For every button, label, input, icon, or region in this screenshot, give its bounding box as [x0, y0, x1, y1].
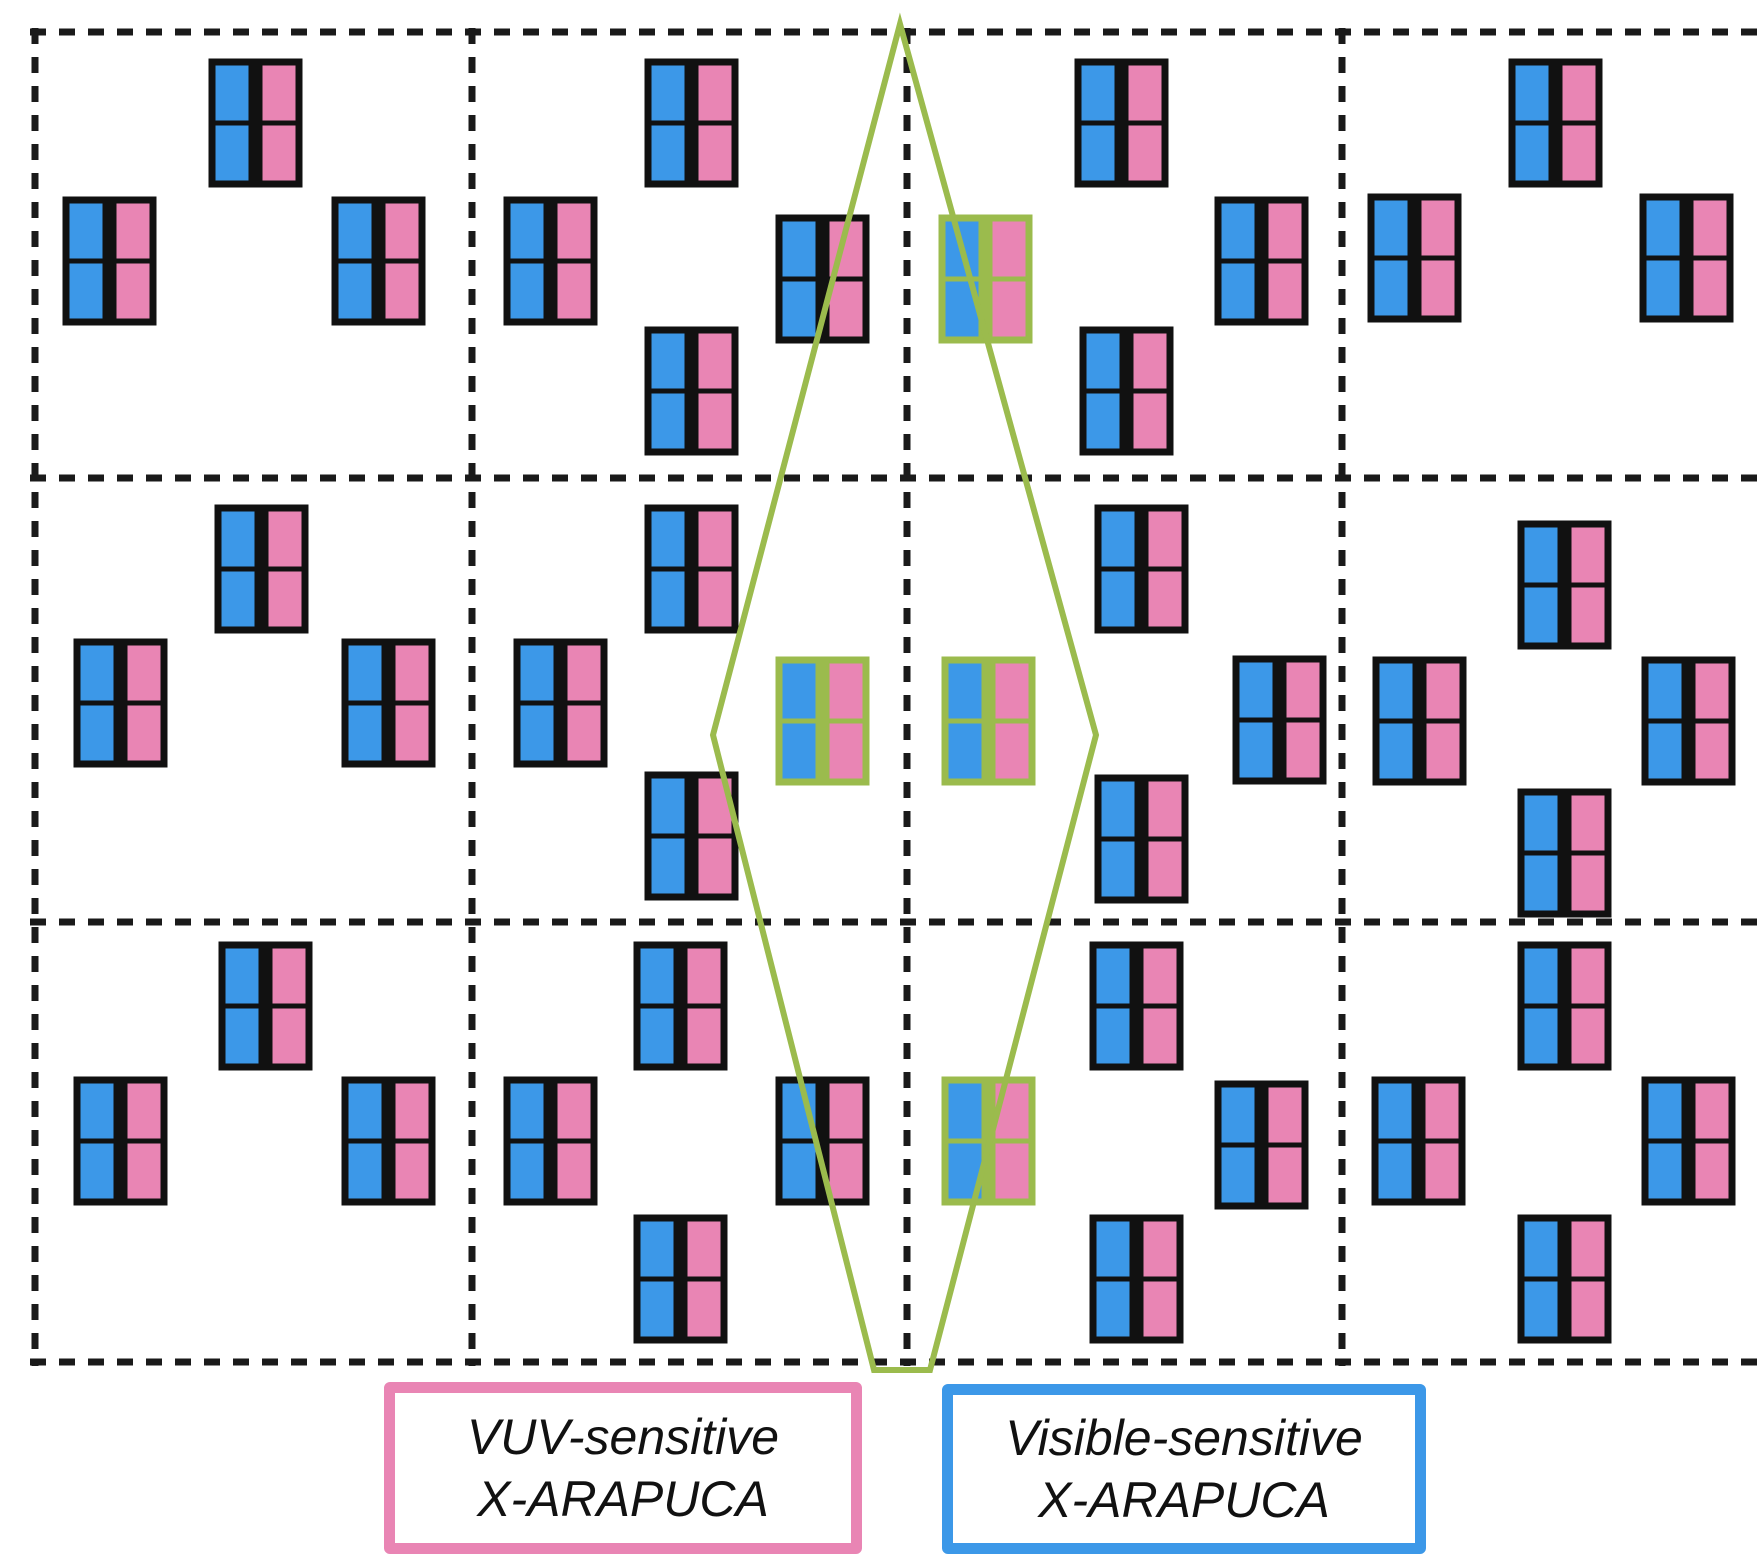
- xarapuca-module-r0-4: [503, 196, 598, 326]
- xarapuca-module-r1-5: [644, 771, 739, 901]
- xarapuca-module-r2-1: [73, 1076, 168, 1206]
- xarapuca-module-r1-10: [1372, 656, 1467, 786]
- legend-vuv-line2: X-ARAPUCA: [477, 1471, 769, 1527]
- xarapuca-module-r0-10: [1367, 193, 1462, 323]
- xarapuca-module-r0-5: [644, 326, 739, 456]
- legend-visible-line2: X-ARAPUCA: [1038, 1472, 1330, 1528]
- xarapuca-module-r1-1: [73, 638, 168, 768]
- xarapuca-module-r2-2: [341, 1076, 436, 1206]
- xarapuca-module-r2-12: [1517, 1214, 1612, 1344]
- xarapuca-module-r1-7: [1232, 655, 1327, 785]
- module-array: [62, 58, 1736, 1344]
- xarapuca-module-r2-4: [503, 1076, 598, 1206]
- legend-vuv-line1: VUV-sensitive: [466, 1409, 780, 1465]
- xarapuca-module-r0-1: [62, 196, 157, 326]
- xarapuca-module-r1-9: [1517, 520, 1612, 650]
- highlighted-module-1: [938, 214, 1033, 344]
- xarapuca-module-r2-8: [1089, 1214, 1184, 1344]
- xarapuca-module-r2-5: [633, 1214, 728, 1344]
- xarapuca-module-r2-11: [1641, 1076, 1736, 1206]
- xarapuca-module-r1-2: [341, 638, 436, 768]
- highlighted-module-2: [775, 656, 870, 786]
- xarapuca-module-r2-3: [633, 941, 728, 1071]
- xarapuca-module-r1-4: [513, 638, 608, 768]
- xarapuca-module-r2-9: [1517, 941, 1612, 1071]
- xarapuca-module-r0-2: [331, 196, 426, 326]
- xarapuca-module-r0-8: [1079, 326, 1174, 456]
- xarapuca-module-r0-3: [644, 58, 739, 188]
- highlighted-module-3: [941, 656, 1036, 786]
- xarapuca-module-r2-10: [1371, 1076, 1466, 1206]
- vuv-window: [691, 58, 739, 188]
- xarapuca-module-r0-9: [1508, 58, 1603, 188]
- legend-visible-xarapuca: Visible-sensitive X-ARAPUCA: [942, 1384, 1426, 1554]
- xarapuca-module-r1-0: [214, 504, 309, 634]
- legend-visible-line1: Visible-sensitive: [1005, 1410, 1363, 1466]
- xarapuca-module-r2-7: [1214, 1080, 1309, 1210]
- xarapuca-module-r0-0: [208, 58, 303, 188]
- cell-grid: [30, 28, 1763, 1366]
- legend-vuv-xarapuca: VUV-sensitive X-ARAPUCA: [384, 1382, 862, 1554]
- highlight-diamond: [709, 12, 1100, 1373]
- xarapuca-module-r1-11: [1641, 656, 1736, 786]
- xarapuca-module-r0-11: [1639, 193, 1734, 323]
- xarapuca-module-r1-3: [644, 504, 739, 634]
- xarapuca-module-r2-6: [1089, 941, 1184, 1071]
- xarapuca-module-r1-8: [1094, 774, 1189, 904]
- xarapuca-module-r0-6: [1074, 58, 1169, 188]
- xarapuca-module-r2-0: [218, 941, 313, 1071]
- xarapuca-module-r1-6: [1094, 504, 1189, 634]
- xarapuca-module-r1-12: [1517, 788, 1612, 918]
- xarapuca-module-r0-7: [1214, 196, 1309, 326]
- highlighted-module-4: [775, 1076, 870, 1206]
